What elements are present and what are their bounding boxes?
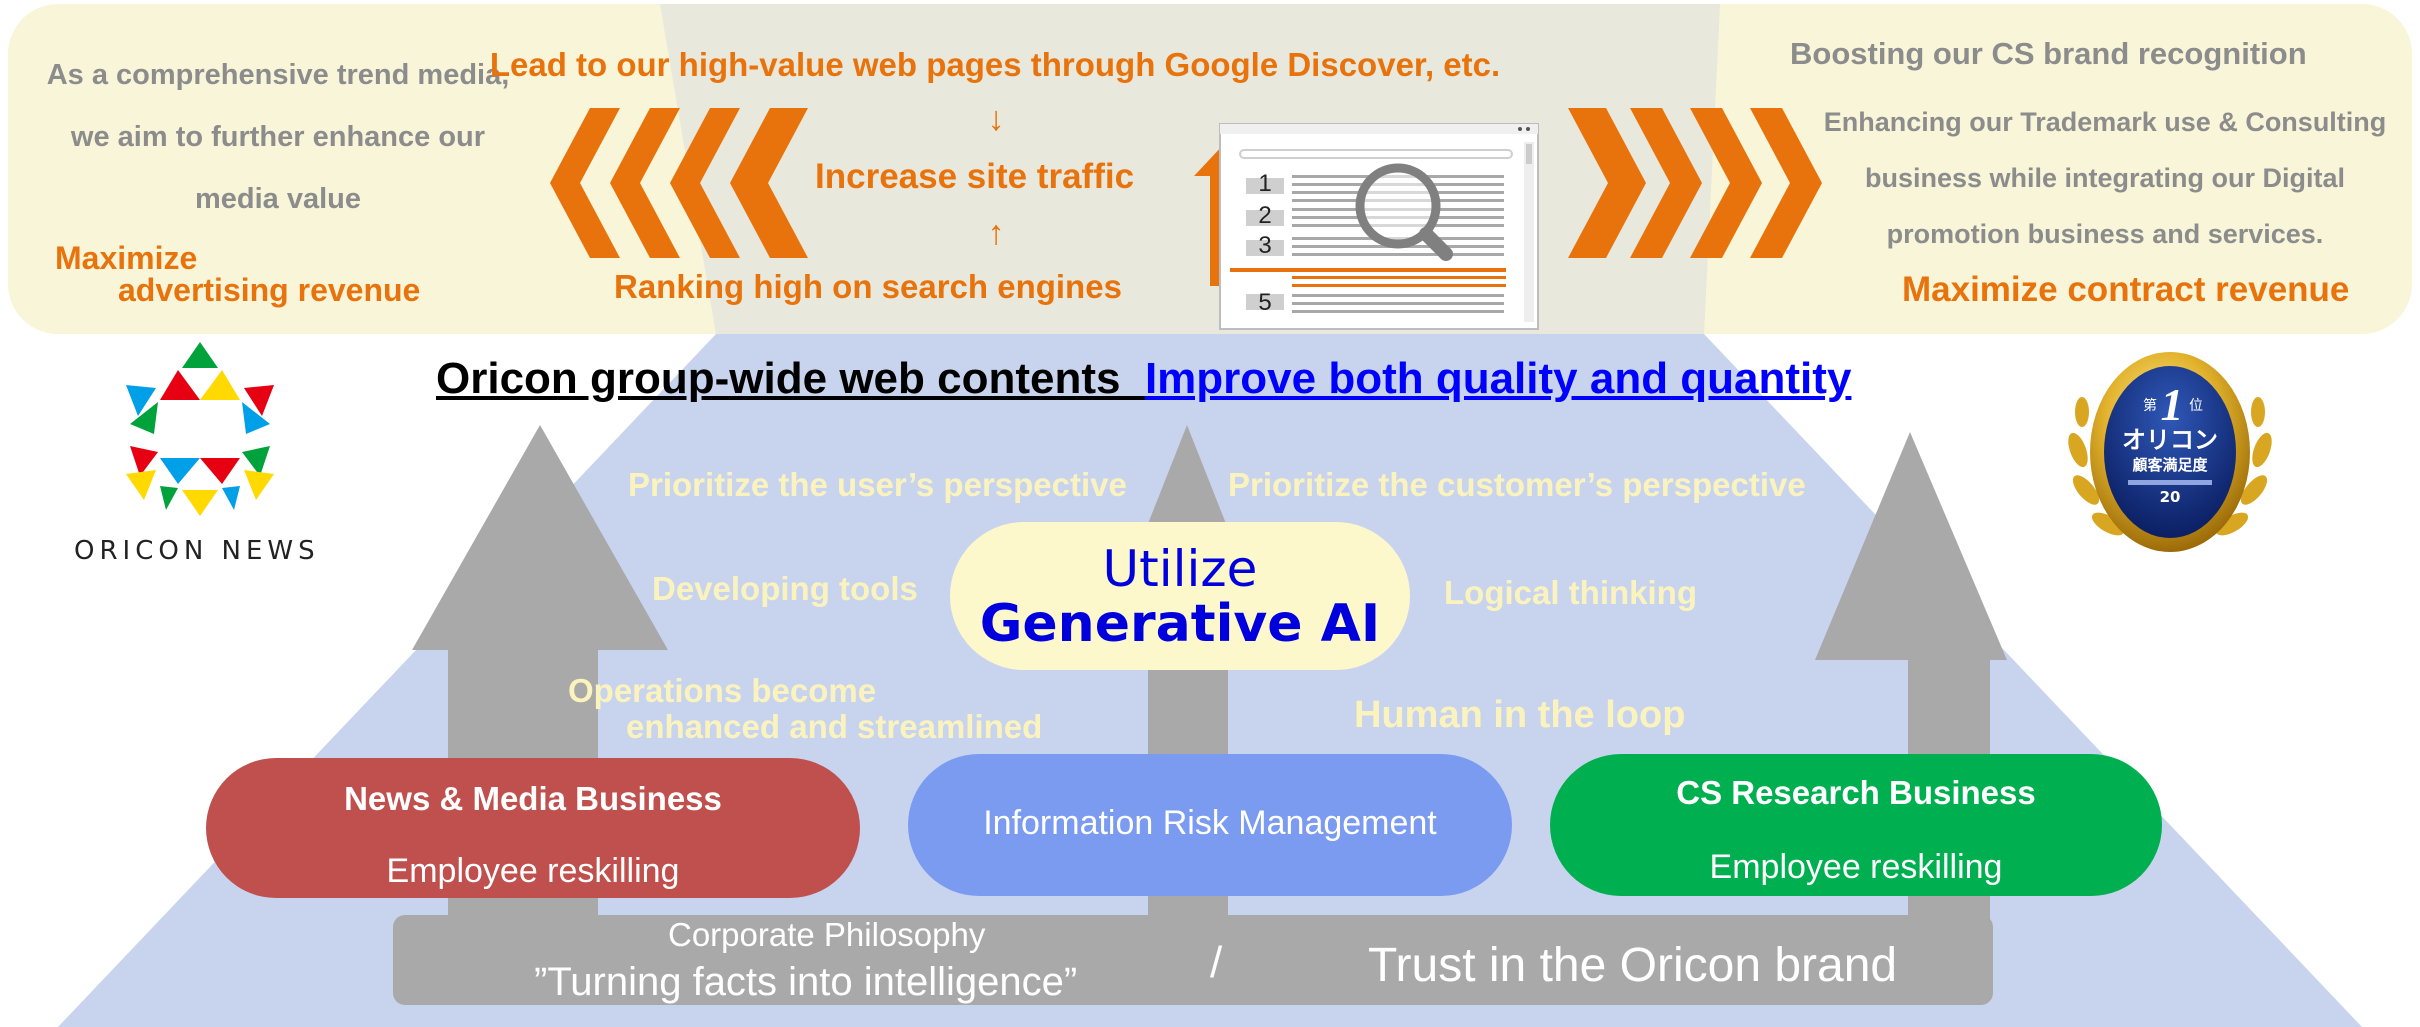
customer-satisfaction-badge-icon: 第 1 位 オリコン 顧客満足度 20 [2068, 352, 2272, 552]
rank-2: 2 [1258, 202, 1271, 229]
chevron-right-1 [1568, 108, 1646, 258]
cs-brand-title: Boosting our CS brand recognition [1790, 36, 2307, 71]
operations-line-1: Operations become [568, 672, 877, 709]
chevron-left-3 [670, 108, 740, 258]
trust-text: Trust in the Oricon brand [1368, 939, 1898, 992]
maximize-ad-2: advertising revenue [118, 272, 421, 308]
chevron-right-4 [1750, 108, 1822, 258]
down-arrow-glyph: ↓ [987, 100, 1005, 138]
philosophy-quote: ”Turning facts into intelligence” [534, 960, 1078, 1004]
cs-line-2: business while integrating our Digital [1864, 163, 2346, 193]
badge-rank: 1 [2161, 379, 2184, 430]
chevron-right-2 [1630, 108, 1702, 258]
foundation-bar [393, 915, 1993, 1005]
badge-brand: オリコン [2122, 426, 2218, 454]
headline-part-1: Oricon group-wide web contents [436, 354, 1121, 403]
maximize-ad-1: Maximize [55, 240, 198, 276]
cs-research-sub: Employee reskilling [1709, 848, 2003, 886]
chevron-right-3 [1690, 108, 1762, 258]
ranking-text: Ranking high on search engines [614, 268, 1122, 305]
badge-subtitle: 顧客満足度 [2132, 456, 2208, 474]
headline: Oricon group-wide web contents Improve b… [436, 354, 1851, 404]
media-line-1: As a comprehensive trend media, [46, 59, 510, 91]
magnifier-icon [1355, 163, 1441, 249]
badge-rank-prefix: 第 [2143, 397, 2157, 414]
right-chevrons [1568, 108, 1822, 258]
generative-ai-bubble: Utilize Generative AI [950, 522, 1410, 670]
cs-brand-text: Enhancing our Trademark use & Consulting… [1800, 94, 2410, 262]
developing-tools: Developing tools [652, 570, 918, 607]
rank-3: 3 [1258, 232, 1271, 259]
media-line-3: media value [194, 183, 362, 215]
up-arrow-glyph: ↑ [987, 214, 1005, 252]
cs-research-title: CS Research Business [1676, 774, 2036, 811]
news-media-sub: Employee reskilling [386, 852, 680, 890]
oricon-news-logo-icon [126, 342, 274, 516]
rank-5: 5 [1258, 289, 1271, 316]
risk-management-pill: Information Risk Management [908, 754, 1512, 896]
chevron-left-2 [610, 108, 680, 258]
chevron-left-4 [730, 108, 808, 258]
philosophy-label: Corporate Philosophy [668, 916, 986, 953]
traffic-text: Increase site traffic [815, 157, 1135, 196]
badge-rank-suffix: 位 [2189, 398, 2203, 414]
generative-ai-text: Generative AI [979, 594, 1381, 654]
cs-line-1: Enhancing our Trademark use & Consulting [1823, 107, 2387, 137]
news-media-pill: News & Media Business Employee reskillin… [206, 758, 860, 898]
human-in-the-loop: Human in the loop [1354, 694, 1686, 736]
maximize-contract: Maximize contract revenue [1902, 270, 2350, 309]
oricon-news-wordmark: ORICON NEWS [74, 536, 320, 566]
headline-part-2: Improve both quality and quantity [1144, 354, 1852, 403]
customer-perspective: Prioritize the customer’s perspective [1228, 466, 1806, 503]
left-chevrons [550, 108, 808, 258]
risk-management-label: Information Risk Management [983, 804, 1437, 842]
user-perspective: Prioritize the user’s perspective [628, 466, 1127, 503]
logical-thinking: Logical thinking [1444, 574, 1697, 611]
media-value-text: As a comprehensive trend media, we aim t… [18, 44, 538, 230]
foundation-slash: / [1210, 938, 1223, 987]
lead-text: Lead to our high-value web pages through… [489, 46, 1501, 83]
operations-line-2: enhanced and streamlined [626, 708, 1043, 745]
chevron-left-1 [550, 108, 620, 258]
turn-up-arrow [1194, 143, 1288, 286]
utilize-text: Utilize [1102, 540, 1258, 598]
news-media-title: News & Media Business [344, 780, 722, 817]
cs-line-3: promotion business and services. [1886, 219, 2324, 249]
badge-year: 20 [2160, 488, 2181, 506]
search-window-illustration: 1 2 3 5 [1194, 123, 1539, 330]
media-line-2: we aim to further enhance our [70, 121, 486, 153]
cs-research-pill: CS Research Business Employee reskilling [1550, 754, 2162, 896]
rank-1: 1 [1258, 170, 1271, 197]
